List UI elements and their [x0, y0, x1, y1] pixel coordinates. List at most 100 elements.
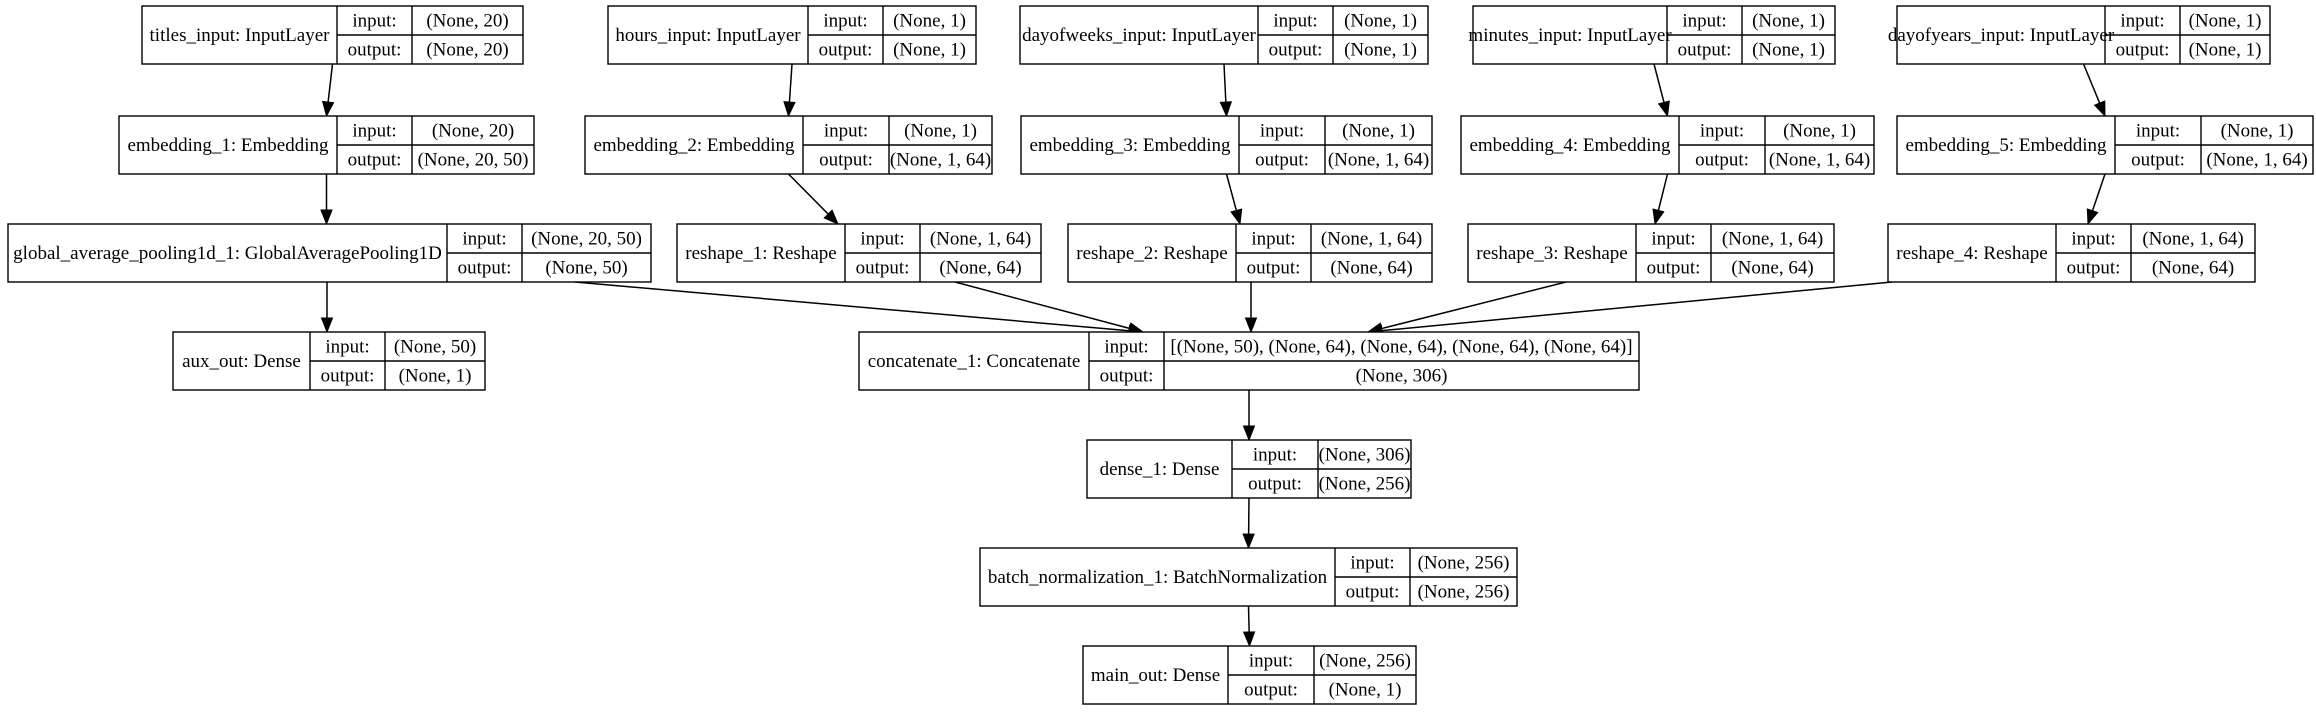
edge-line	[1223, 63, 1227, 103]
input-label: input:	[2136, 121, 2180, 142]
output-label: output:	[321, 366, 375, 387]
output-label: output:	[1695, 150, 1749, 171]
output-shape: (None, 64)	[1731, 258, 1813, 279]
layer-name: concatenate_1: Concatenate	[868, 351, 1081, 372]
edge-reshape-2-to-concatenate-1	[1244, 282, 1258, 334]
arrow-head-icon	[320, 317, 334, 334]
output-shape: (None, 1)	[893, 40, 966, 61]
input-shape: (None, 1)	[1783, 121, 1856, 142]
layer-node-hours-input: hours_input: InputLayerinput:output:(Non…	[607, 5, 977, 65]
input-label: input:	[1682, 11, 1726, 32]
edge-line	[1653, 63, 1665, 103]
input-label: input:	[860, 229, 904, 250]
output-label: output:	[458, 258, 512, 279]
edge-concatenate-1-to-dense-1	[1242, 390, 1256, 442]
output-label: output:	[1248, 474, 1302, 495]
edge-line	[1381, 281, 1567, 330]
layer-node-dayofweeks-input: dayofweeks_input: InputLayerinput:output…	[1019, 5, 1429, 65]
arrow-head-icon	[1219, 101, 1233, 118]
input-label: input:	[462, 229, 506, 250]
arrow-head-icon	[2093, 100, 2106, 118]
output-label: output:	[819, 150, 873, 171]
layer-name: reshape_1: Reshape	[685, 243, 836, 264]
layer-node-titles-input: titles_input: InputLayerinput:output:(No…	[141, 5, 524, 65]
output-shape: (None, 1)	[399, 366, 472, 387]
edge-line	[787, 173, 829, 215]
layer-name: reshape_4: Reshape	[1896, 243, 2047, 264]
arrow-head-icon	[823, 209, 839, 225]
edge-dense-1-to-batch-normalization-1	[1242, 497, 1255, 550]
edges-layer	[320, 63, 2106, 648]
output-shape: (None, 1, 64)	[2206, 150, 2307, 171]
layer-node-dayofyears-input: dayofyears_input: InputLayerinput:output…	[1888, 5, 2271, 65]
layer-name: main_out: Dense	[1091, 665, 1220, 686]
edge-embedding-4-to-reshape-3	[1652, 173, 1669, 226]
layer-name: hours_input: InputLayer	[615, 25, 801, 46]
layer-name: dayofyears_input: InputLayer	[1888, 25, 2115, 46]
edge-hours-input-to-embedding-2	[783, 63, 796, 118]
layer-node-embedding-5: embedding_5: Embeddinginput:output:(None…	[1896, 115, 2314, 175]
output-shape: (None, 1)	[1752, 40, 1825, 61]
output-shape: (None, 256)	[1418, 582, 1510, 603]
arrow-head-icon	[1242, 425, 1256, 442]
input-shape: (None, 1, 64)	[930, 229, 1031, 250]
layer-name: global_average_pooling1d_1: GlobalAverag…	[13, 243, 442, 264]
output-shape: (None, 64)	[939, 258, 1021, 279]
input-label: input:	[325, 337, 369, 358]
layer-node-minutes-input: minutes_input: InputLayerinput:output:(N…	[1468, 5, 1836, 65]
edge-dayofyears-input-to-embedding-5	[2082, 63, 2106, 118]
layer-name: dayofweeks_input: InputLayer	[1022, 25, 1256, 46]
layer-name: minutes_input: InputLayer	[1468, 25, 1672, 46]
output-shape: (None, 1, 64)	[1328, 150, 1429, 171]
input-shape: (None, 20)	[432, 121, 514, 142]
layer-node-embedding-4: embedding_4: Embeddinginput:output:(None…	[1460, 115, 1875, 175]
edge-line	[327, 63, 334, 103]
input-shape: (None, 1)	[2221, 121, 2294, 142]
edge-minutes-input-to-embedding-4	[1653, 63, 1670, 118]
output-shape: (None, 306)	[1356, 366, 1448, 387]
layer-name: embedding_2: Embedding	[593, 135, 795, 156]
input-label: input:	[1260, 121, 1304, 142]
layer-name: reshape_3: Reshape	[1476, 243, 1627, 264]
output-shape: (None, 1, 64)	[890, 150, 991, 171]
arrow-head-icon	[320, 209, 333, 226]
output-shape: (None, 64)	[1330, 258, 1412, 279]
input-label: input:	[1251, 229, 1295, 250]
layer-name: embedding_4: Embedding	[1469, 135, 1671, 156]
input-shape: [(None, 50), (None, 64), (None, 64), (No…	[1170, 337, 1632, 358]
layer-name: aux_out: Dense	[182, 351, 301, 372]
output-label: output:	[1346, 582, 1400, 603]
input-label: input:	[823, 11, 867, 32]
output-label: output:	[348, 150, 402, 171]
input-label: input:	[1253, 445, 1297, 466]
layer-box	[118, 115, 535, 175]
layer-node-batch-normalization-1: batch_normalization_1: BatchNormalizatio…	[979, 547, 1518, 607]
input-label: input:	[824, 121, 868, 142]
layer-name: reshape_2: Reshape	[1076, 243, 1227, 264]
output-shape: (None, 20, 50)	[418, 150, 529, 171]
layer-name: embedding_1: Embedding	[127, 135, 329, 156]
output-label: output:	[1269, 40, 1323, 61]
edge-line	[2091, 173, 2106, 211]
layer-node-embedding-1: embedding_1: Embeddinginput:output:(None…	[118, 115, 535, 175]
arrow-head-icon	[1230, 208, 1243, 226]
edge-embedding-2-to-reshape-1	[787, 173, 839, 225]
output-label: output:	[1647, 258, 1701, 279]
edge-line	[1247, 605, 1250, 633]
input-label: input:	[1350, 553, 1394, 574]
edge-line	[1657, 173, 1669, 211]
output-label: output:	[348, 40, 402, 61]
edge-line	[1381, 281, 1893, 332]
input-label: input:	[1104, 337, 1148, 358]
input-shape: (None, 256)	[1418, 553, 1510, 574]
layer-node-embedding-3: embedding_3: Embeddinginput:output:(None…	[1020, 115, 1433, 175]
edge-embedding-3-to-reshape-2	[1225, 173, 1243, 226]
arrow-head-icon	[2086, 208, 2099, 226]
layer-name: batch_normalization_1: BatchNormalizatio…	[988, 567, 1328, 588]
input-shape: (None, 1)	[1344, 11, 1417, 32]
output-label: output:	[2131, 150, 2185, 171]
output-label: output:	[2067, 258, 2121, 279]
